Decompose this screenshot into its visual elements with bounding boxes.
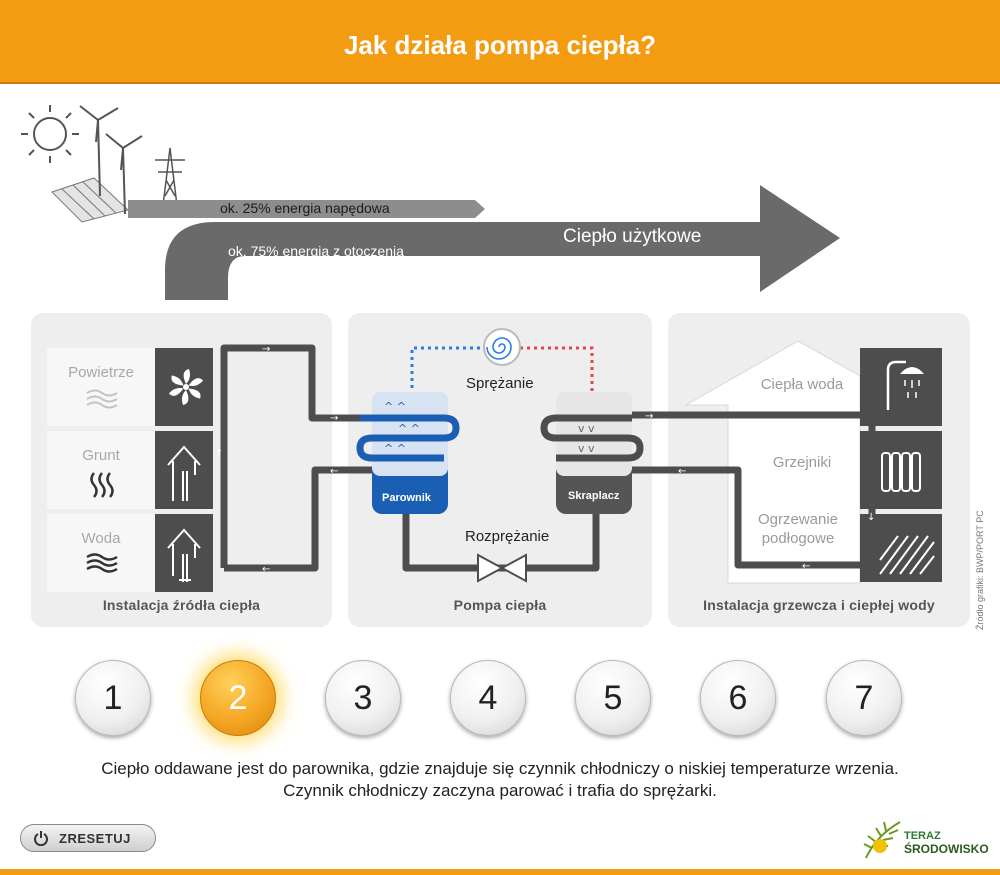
useful-heat-label: Ciepło użytkowe — [563, 226, 702, 247]
svg-text:↓: ↓ — [867, 512, 875, 523]
suction-line — [410, 346, 484, 395]
water-probe-icon — [155, 514, 213, 592]
heating-item-radiators: Grzejniki — [772, 454, 832, 471]
compressor-icon — [483, 328, 521, 366]
power-pylon-icon — [155, 147, 185, 215]
energy-sources-illustration — [21, 105, 840, 300]
svg-text:←: ← — [678, 466, 686, 477]
reset-button[interactable]: ZRESETUJ — [20, 824, 156, 852]
source-item-label: Grunt — [82, 447, 120, 464]
drive-energy-band — [128, 200, 485, 218]
step-button-1[interactable]: 1 — [75, 660, 151, 736]
solar-panel-icon — [51, 177, 130, 223]
source-item-label: Woda — [81, 530, 121, 547]
power-icon — [34, 831, 48, 846]
expansion-valve-icon — [477, 553, 527, 583]
compression-label: Sprężanie — [466, 375, 534, 392]
step-button-7[interactable]: 7 — [826, 660, 902, 736]
logo-line2: ŚRODOWISKO — [904, 842, 989, 856]
source-item-water: Woda — [47, 514, 155, 592]
step-description: Ciepło oddawane jest do parownika, gdzie… — [101, 759, 899, 800]
step-button-2[interactable]: 2 — [200, 660, 276, 736]
svg-text:v v: v v — [578, 422, 595, 435]
drive-energy-label: ok. 25% energia napędowa — [220, 200, 390, 216]
step-button-4[interactable]: 4 — [450, 660, 526, 736]
header-bar: Jak działa pompa ciepła? — [0, 0, 1000, 84]
ground-waves-icon — [90, 472, 114, 498]
heating-item-floor-heating: Ogrzewanie podłogowe — [757, 511, 839, 547]
svg-text:v v: v v — [578, 442, 595, 455]
evaporator-label: Parownik — [382, 492, 431, 504]
condenser-unit: v v v v — [540, 392, 644, 514]
pump-panel-title: Pompa ciepła — [453, 597, 547, 613]
source-item-air: Powietrze — [47, 348, 155, 426]
heating-panel-title: Instalacja grzewcza i ciepłej wody — [703, 597, 935, 613]
heating-supply-pipe — [632, 411, 876, 569]
svg-text:←: ← — [802, 561, 810, 572]
air-waves-icon — [86, 389, 118, 409]
source-item-ground: Grunt — [47, 431, 155, 509]
sun-icon — [21, 105, 79, 163]
logo-line1: TERAZ — [904, 830, 941, 842]
discharge-line — [520, 346, 594, 395]
useful-heat-arrow — [165, 185, 840, 300]
source-item-label: Powietrze — [68, 364, 134, 381]
svg-text:→: → — [645, 411, 653, 422]
water-waves-icon — [86, 553, 118, 573]
step-button-5[interactable]: 5 — [575, 660, 651, 736]
source-return-pipe — [224, 466, 372, 572]
svg-text:↑: ↑ — [215, 448, 223, 459]
source-panel-title: Instalacja źródła ciepła — [102, 597, 261, 613]
svg-text:^ ^: ^ ^ — [384, 400, 406, 413]
expansion-label: Rozprężanie — [465, 528, 550, 545]
page-title: Jak działa pompa ciepła? — [343, 30, 657, 60]
svg-text:←: ← — [330, 466, 338, 477]
heating-item-hot-water: Ciepła woda — [760, 376, 844, 393]
step-button-3[interactable]: 3 — [325, 660, 401, 736]
step-button-6[interactable]: 6 — [700, 660, 776, 736]
image-credit: Źródło grafiki: BWP/PORT PC — [975, 510, 985, 630]
svg-text:→: → — [330, 413, 338, 424]
condenser-label: Skraplacz — [568, 490, 620, 502]
svg-text:→: → — [262, 344, 270, 355]
fan-icon — [155, 348, 213, 426]
heat-pump-circuit: → ← ↑ → ← → ← ↓ ← ^ ^ ^ ^ ^ ^ v v v v — [215, 328, 876, 583]
source-loop-pipe — [220, 344, 372, 568]
svg-text:^ ^: ^ ^ — [384, 442, 406, 455]
ambient-energy-label: ok. 75% energia z otoczenia — [228, 243, 404, 259]
svg-text:^ ^: ^ ^ — [398, 422, 420, 435]
footer-bar — [0, 869, 1000, 875]
wind-turbine-icon — [79, 105, 143, 215]
teraz-srodowisko-logo-icon — [863, 821, 901, 859]
svg-text:←: ← — [262, 564, 270, 575]
house-outline — [684, 340, 861, 584]
evaporator-unit: ^ ^ ^ ^ ^ ^ — [356, 392, 460, 514]
reset-label: ZRESETUJ — [59, 830, 131, 846]
ground-probe-icon — [155, 431, 213, 509]
